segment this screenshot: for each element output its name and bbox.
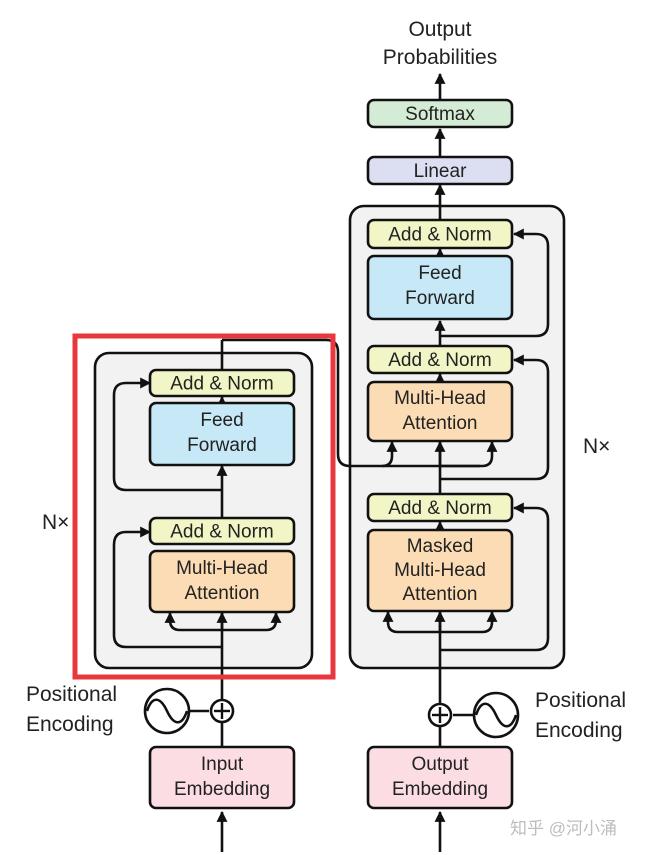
decoder-multi-head-attention bbox=[366, 380, 514, 443]
decoder-feed-forward-label-1: Feed bbox=[418, 263, 461, 284]
output-embedding-label-2: Embedding bbox=[392, 779, 488, 800]
encoder-add-icon bbox=[209, 698, 235, 724]
input-embedding-label-2: Embedding bbox=[174, 779, 270, 800]
decoder-sine-wave-icon bbox=[472, 691, 520, 739]
decoder-positional-label-1: Positional bbox=[535, 689, 626, 712]
decoder-masked-label-3: Attention bbox=[403, 584, 478, 605]
encoder-feed-forward-label-2: Forward bbox=[187, 435, 257, 456]
encoder-multi-head-attention bbox=[148, 549, 296, 614]
softmax-block bbox=[366, 98, 514, 129]
decoder-repeat-label: N× bbox=[583, 435, 610, 458]
decoder-add-icon bbox=[427, 702, 453, 728]
encoder-sine-wave-icon bbox=[143, 687, 191, 735]
decoder-add-norm-bottom bbox=[366, 492, 514, 523]
decoder-add-norm-top bbox=[366, 218, 514, 250]
encoder-add-norm-top-label: Add & Norm bbox=[170, 374, 273, 395]
softmax-label: Softmax bbox=[405, 104, 475, 125]
decoder-add-norm-bottom-label: Add & Norm bbox=[388, 498, 491, 519]
encoder-attention-label-1: Multi-Head bbox=[176, 558, 268, 579]
decoder-add-norm-mid-label: Add & Norm bbox=[388, 350, 491, 371]
encoder-positional-label-2: Encoding bbox=[26, 713, 114, 736]
encoder-add-norm-top bbox=[148, 368, 296, 398]
output-title-line-1: Output bbox=[408, 18, 471, 41]
encoder-feed-forward-label-1: Feed bbox=[200, 410, 243, 431]
decoder-attention-label-1: Multi-Head bbox=[394, 388, 486, 409]
input-embedding-label-1: Input bbox=[201, 754, 244, 775]
output-embedding-block bbox=[366, 745, 514, 810]
encoder-add-norm-bottom bbox=[148, 516, 296, 546]
decoder-masked-label-2: Multi-Head bbox=[394, 560, 486, 581]
encoder-add-norm-bottom-label: Add & Norm bbox=[170, 522, 273, 543]
decoder-add-norm-mid bbox=[366, 344, 514, 375]
encoder-stack bbox=[93, 351, 314, 670]
decoder-masked-label-1: Masked bbox=[407, 536, 474, 557]
watermark: 知乎 @河小涌 bbox=[510, 819, 617, 838]
input-embedding-block bbox=[148, 745, 296, 810]
output-embedding-label-1: Output bbox=[411, 754, 469, 775]
encoder-attention-label-2: Attention bbox=[185, 583, 260, 604]
linear-block bbox=[366, 155, 514, 186]
encoder-repeat-label: N× bbox=[42, 511, 69, 534]
decoder-masked-attention bbox=[366, 528, 514, 613]
encoder-highlight-frame bbox=[72, 333, 336, 680]
encoder-feed-forward bbox=[148, 401, 296, 467]
decoder-add-norm-top-label: Add & Norm bbox=[388, 225, 491, 246]
linear-label: Linear bbox=[414, 161, 467, 182]
decoder-attention-label-2: Attention bbox=[403, 413, 478, 434]
decoder-positional-label-2: Encoding bbox=[535, 719, 623, 742]
decoder-feed-forward-label-2: Forward bbox=[405, 288, 475, 309]
output-title-line-2: Probabilities bbox=[383, 46, 497, 69]
decoder-feed-forward bbox=[366, 254, 514, 321]
encoder-positional-label-1: Positional bbox=[26, 683, 117, 706]
